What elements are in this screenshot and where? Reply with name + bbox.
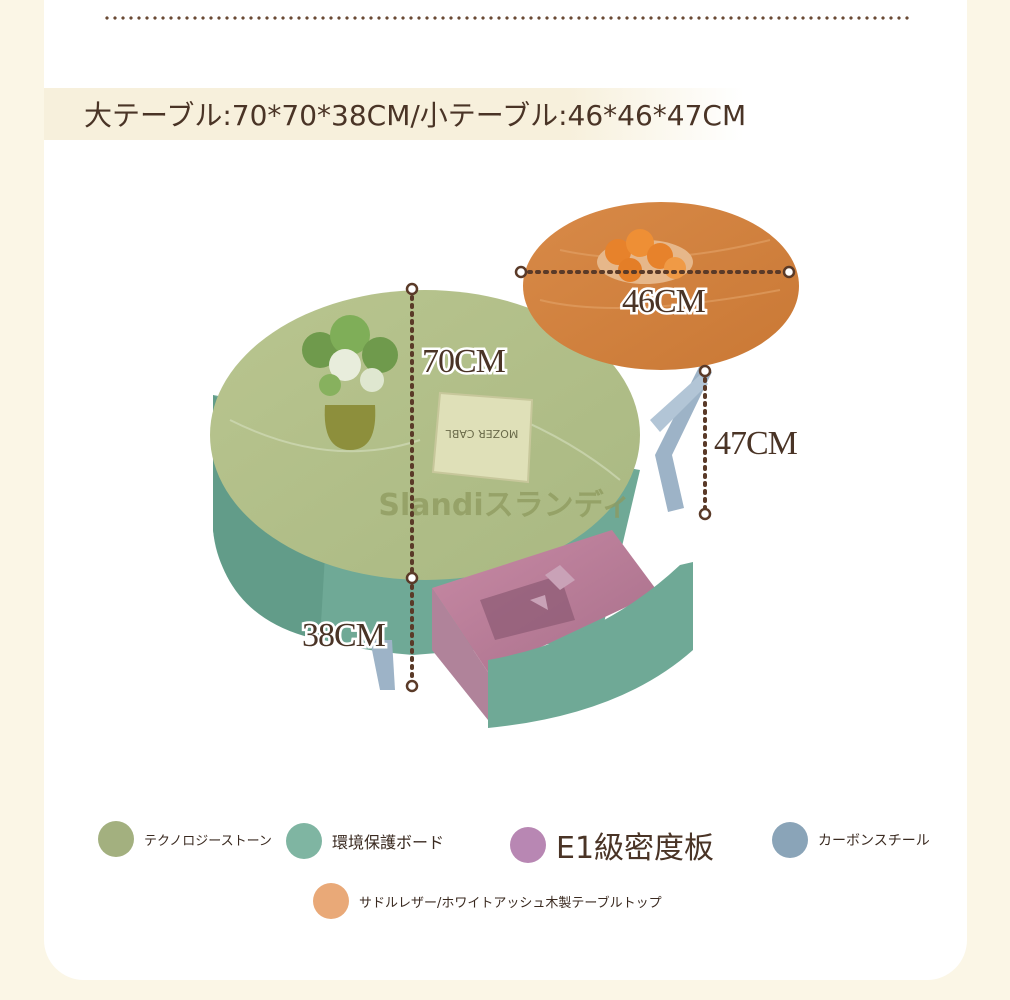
dotted-divider bbox=[103, 16, 909, 20]
small-diameter-label: 46CM bbox=[622, 283, 706, 320]
legend-item-mdf: E1級密度板 bbox=[510, 823, 714, 867]
legend-item-steel: カーボンスチール bbox=[772, 822, 930, 858]
legend-item-board: 環境保護ボード bbox=[286, 823, 444, 859]
swatch-board bbox=[286, 823, 322, 859]
small-height-label: 47CM bbox=[714, 425, 798, 462]
legend-label-mdf: E1級密度板 bbox=[556, 831, 715, 866]
large-height-label: 38CM bbox=[302, 617, 386, 654]
legend-item-top: サドルレザー/ホワイトアッシュ木製テーブルトップ bbox=[313, 883, 662, 919]
swatch-steel bbox=[772, 822, 808, 858]
vase-with-flowers bbox=[302, 315, 398, 450]
legend-label-board: 環境保護ボード bbox=[332, 833, 445, 852]
legend-item-stone: テクノロジーストーン bbox=[98, 821, 272, 857]
small-table-top bbox=[523, 202, 799, 370]
title-band bbox=[44, 88, 744, 140]
brand-watermark: Slandiスランディ bbox=[378, 488, 631, 523]
drawer bbox=[432, 530, 693, 728]
large-diameter-label: 70CM bbox=[422, 343, 506, 380]
book: MOZER CABL bbox=[431, 391, 534, 484]
legend-label-stone: テクノロジーストーン bbox=[144, 833, 272, 849]
page-title: 大テーブル:70*70*38CM/小テーブル:46*46*47CM bbox=[84, 99, 747, 132]
legend-label-steel: カーボンスチール bbox=[818, 833, 930, 849]
small-table-legs bbox=[650, 365, 712, 512]
fruit-bowl bbox=[597, 229, 693, 284]
swatch-top bbox=[313, 883, 349, 919]
swatch-mdf bbox=[510, 827, 546, 863]
dimension-lines bbox=[405, 265, 796, 693]
book-title: MOZER CABL bbox=[445, 427, 519, 440]
swatch-stone bbox=[98, 821, 134, 857]
legend-label-top: サドルレザー/ホワイトアッシュ木製テーブルトップ bbox=[359, 895, 662, 911]
